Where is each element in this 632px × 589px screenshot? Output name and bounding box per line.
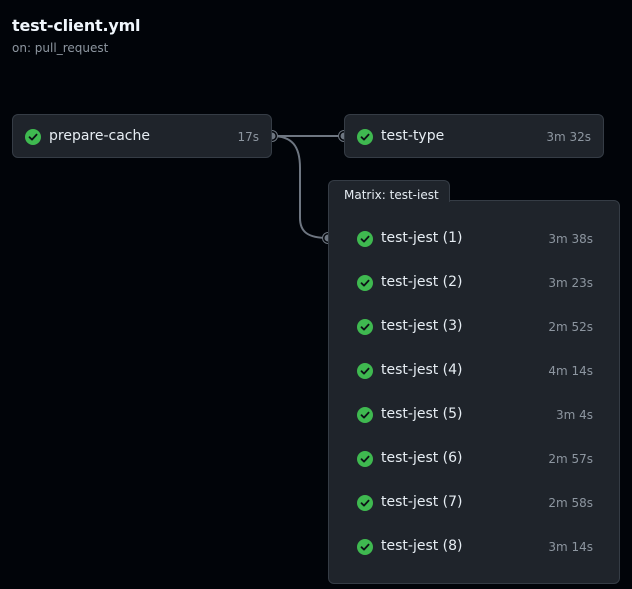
job-duration: 3m 32s: [546, 130, 591, 144]
job-duration: 3m 38s: [548, 232, 593, 246]
matrix-tab-joint: [329, 199, 449, 202]
job-card-test-type[interactable]: test-type 3m 32s: [344, 114, 604, 158]
job-duration: 4m 14s: [548, 364, 593, 378]
matrix-job-test-jest-7[interactable]: test-jest (7) 2m 58s: [345, 481, 605, 525]
workflow-title: test-client.yml: [12, 16, 141, 35]
job-duration: 2m 58s: [548, 496, 593, 510]
job-name: test-jest (8): [381, 538, 463, 554]
check-circle-icon: [357, 495, 373, 511]
matrix-job-test-jest-5[interactable]: test-jest (5) 3m 4s: [345, 393, 605, 437]
matrix-job-test-jest-3[interactable]: test-jest (3) 2m 52s: [345, 305, 605, 349]
job-duration: 17s: [237, 130, 259, 144]
matrix-job-test-jest-2[interactable]: test-jest (2) 3m 23s: [345, 261, 605, 305]
check-circle-icon: [357, 407, 373, 423]
job-name: test-type: [381, 128, 445, 144]
check-circle-icon: [357, 275, 373, 291]
check-circle-icon: [357, 129, 373, 145]
matrix-job-test-jest-6[interactable]: test-jest (6) 2m 57s: [345, 437, 605, 481]
job-name: test-jest (7): [381, 494, 463, 510]
connector-prepare-to-matrix: [271, 135, 329, 239]
check-circle-icon: [25, 129, 41, 145]
job-duration: 3m 23s: [548, 276, 593, 290]
check-circle-icon: [357, 451, 373, 467]
matrix-job-test-jest-4[interactable]: test-jest (4) 4m 14s: [345, 349, 605, 393]
check-circle-icon: [357, 231, 373, 247]
job-name: test-jest (5): [381, 406, 463, 422]
job-card-prepare-cache[interactable]: prepare-cache 17s: [12, 114, 272, 158]
check-circle-icon: [357, 539, 373, 555]
job-duration: 3m 4s: [555, 408, 593, 422]
matrix-label: Matrix: test-jest: [328, 180, 450, 202]
check-circle-icon: [357, 363, 373, 379]
job-duration: 3m 14s: [548, 540, 593, 554]
check-circle-icon: [357, 319, 373, 335]
job-duration: 2m 52s: [548, 320, 593, 334]
workflow-trigger: on: pull_request: [12, 41, 109, 55]
job-name: test-jest (6): [381, 450, 463, 466]
matrix-job-test-jest-8[interactable]: test-jest (8) 3m 14s: [345, 525, 605, 569]
job-name: test-jest (4): [381, 362, 463, 378]
job-name: test-jest (2): [381, 274, 463, 290]
matrix-group-test-jest: test-jest (1) 3m 38s test-jest (2) 3m 23…: [328, 200, 620, 584]
job-name: test-jest (1): [381, 230, 463, 246]
job-name: test-jest (3): [381, 318, 463, 334]
job-duration: 2m 57s: [548, 452, 593, 466]
job-name: prepare-cache: [49, 128, 150, 144]
matrix-job-test-jest-1[interactable]: test-jest (1) 3m 38s: [345, 217, 605, 261]
